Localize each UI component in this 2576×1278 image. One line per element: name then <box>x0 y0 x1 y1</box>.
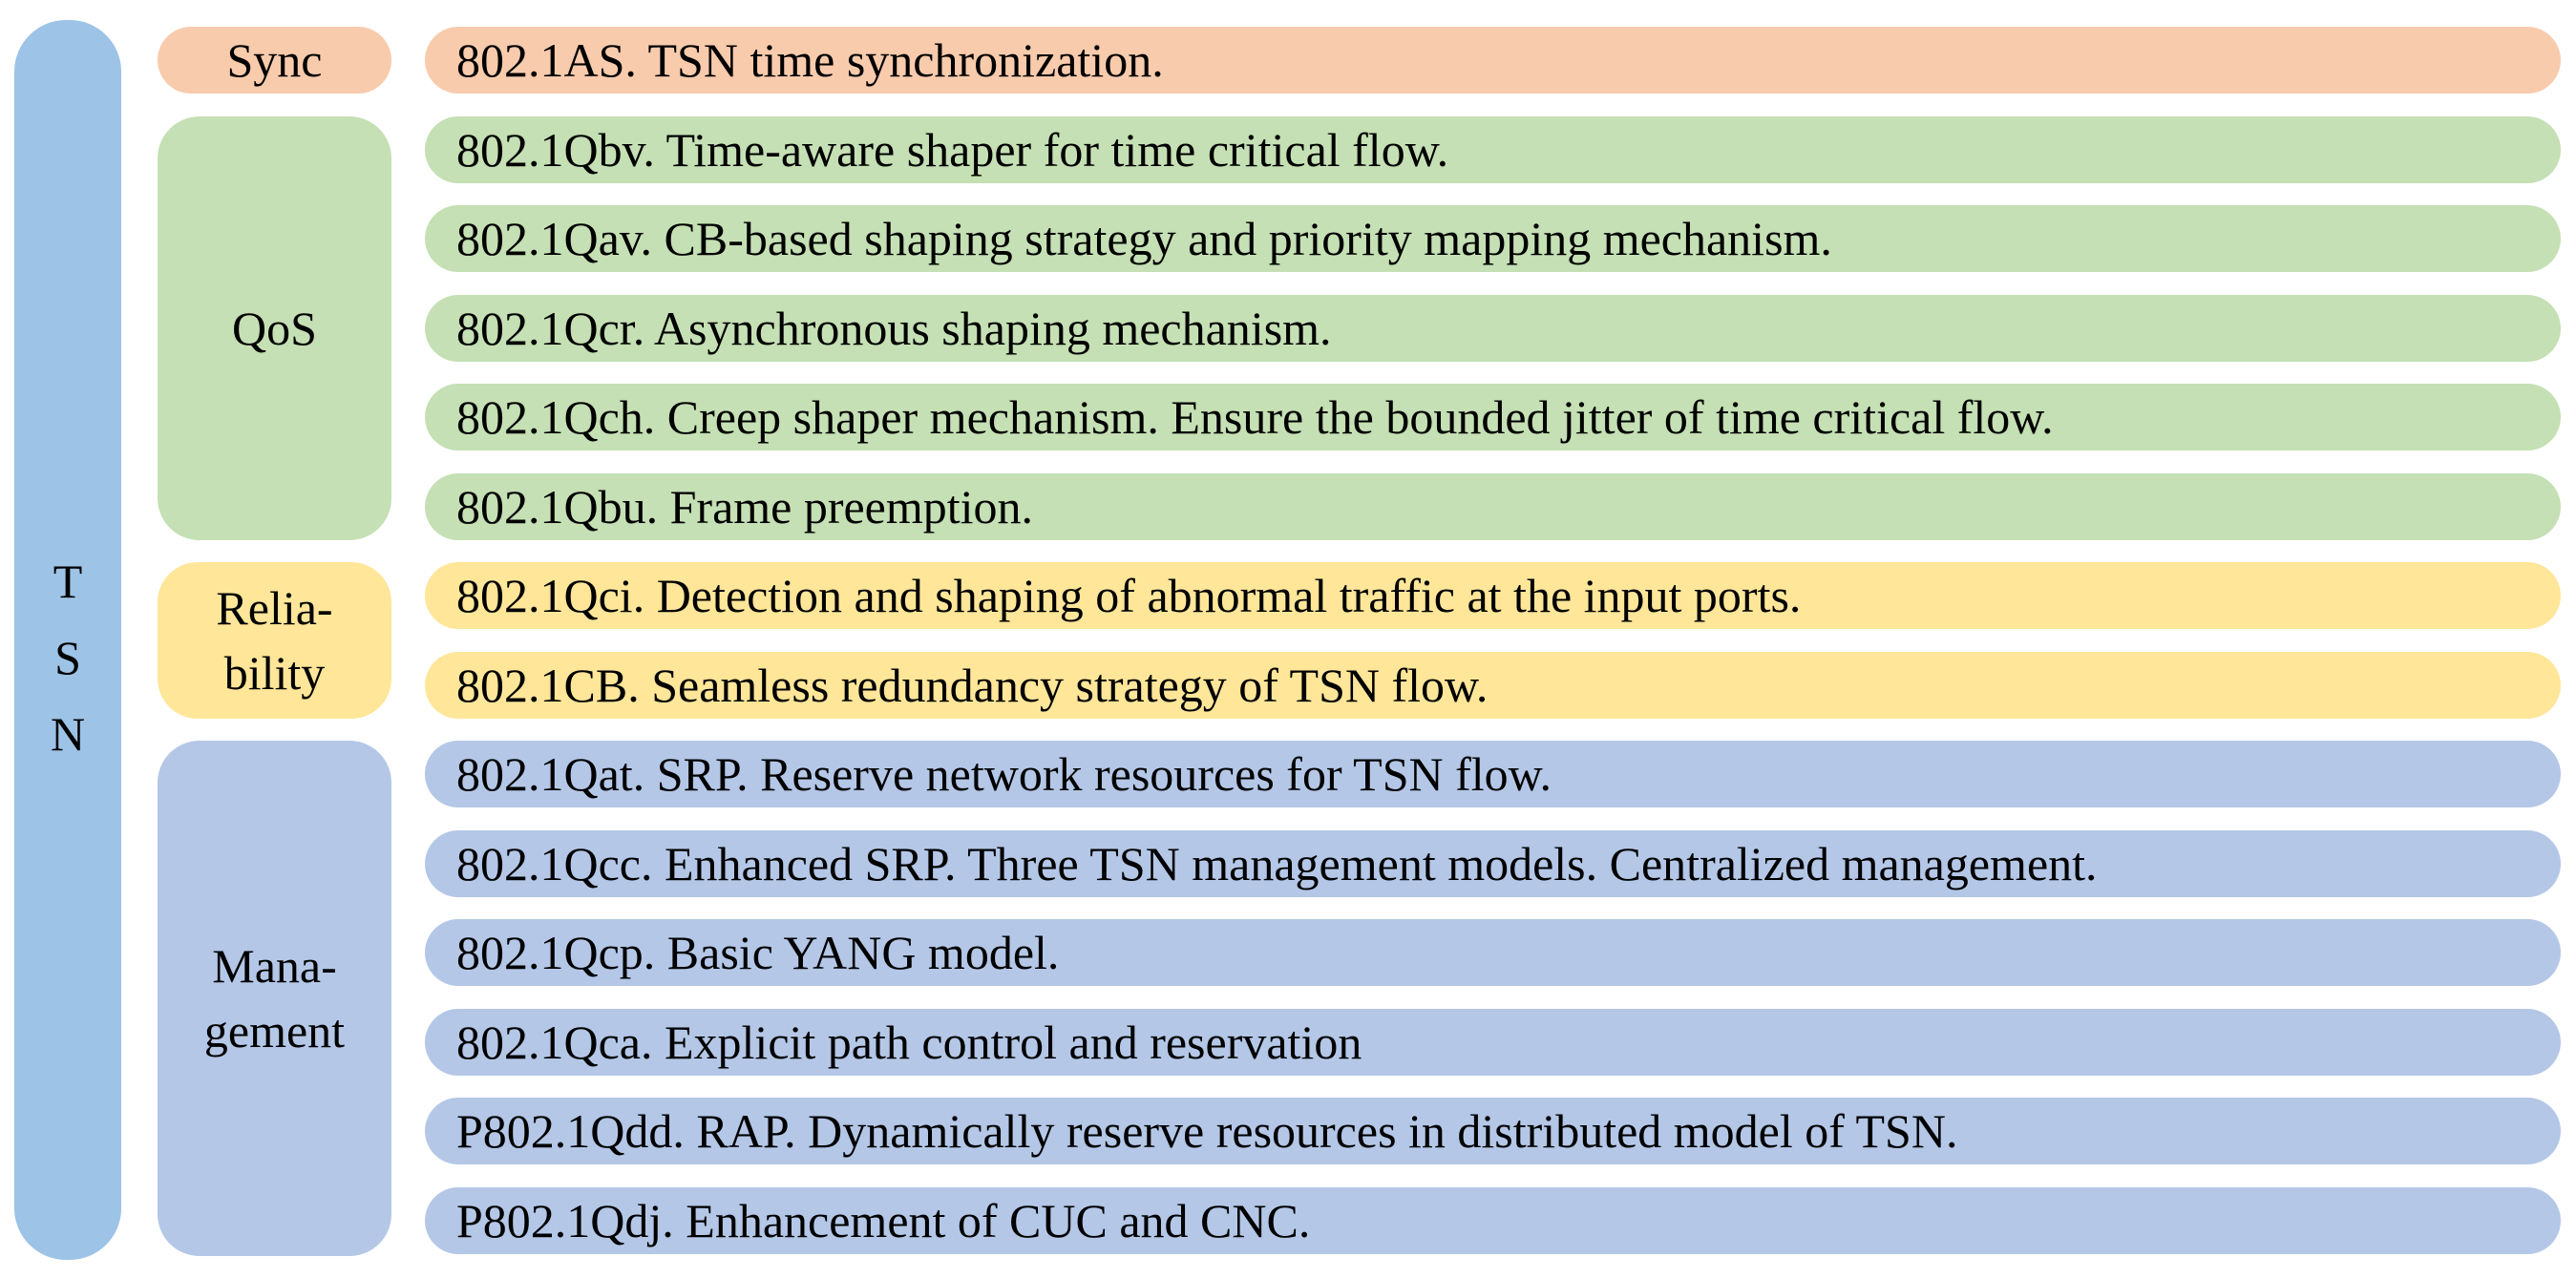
standard-802-1qbv: 802.1Qbv. Time-aware shaper for time cri… <box>425 116 2561 183</box>
category-sync: Sync <box>158 27 391 94</box>
standard-802-1qcr: 802.1Qcr. Asynchronous shaping mechanism… <box>425 295 2561 362</box>
standard-802-1as: 802.1AS. TSN time synchronization. <box>425 27 2561 94</box>
standard-802-1qbu: 802.1Qbu. Frame preemption. <box>425 473 2561 540</box>
category-qos: QoS <box>158 116 391 540</box>
category-sync-label: Sync <box>226 33 323 87</box>
category-management-label-line1: Mana- <box>212 939 337 993</box>
category-reliability-label-line1: Relia- <box>216 581 333 635</box>
standard-802-1qav: 802.1Qav. CB-based shaping strategy and … <box>425 205 2561 272</box>
standard-p802-1qdj: P802.1Qdj. Enhancement of CUC and CNC. <box>425 1187 2561 1254</box>
standard-802-1qca: 802.1Qca. Explicit path control and rese… <box>425 1009 2561 1076</box>
standard-802-1qbv-text: 802.1Qbv. Time-aware shaper for time cri… <box>456 123 1449 177</box>
standard-802-1qcr-text: 802.1Qcr. Asynchronous shaping mechanism… <box>456 302 1332 355</box>
standard-802-1cb: 802.1CB. Seamless redundancy strategy of… <box>425 652 2561 719</box>
standard-802-1qca-text: 802.1Qca. Explicit path control and rese… <box>456 1016 1362 1069</box>
standard-p802-1qdd-text: P802.1Qdd. RAP. Dynamically reserve reso… <box>456 1104 1958 1158</box>
standard-802-1qcc: 802.1Qcc. Enhanced SRP. Three TSN manage… <box>425 830 2561 897</box>
standard-802-1qci: 802.1Qci. Detection and shaping of abnor… <box>425 562 2561 629</box>
standard-802-1qat: 802.1Qat. SRP. Reserve network resources… <box>425 741 2561 807</box>
standard-p802-1qdj-text: P802.1Qdj. Enhancement of CUC and CNC. <box>456 1194 1311 1247</box>
standard-802-1qch-text: 802.1Qch. Creep shaper mechanism. Ensure… <box>456 390 2054 444</box>
tsn-letter-s: S <box>54 630 81 684</box>
standard-802-1qch: 802.1Qch. Creep shaper mechanism. Ensure… <box>425 384 2561 450</box>
standard-802-1as-text: 802.1AS. TSN time synchronization. <box>456 33 1164 87</box>
standard-802-1qbu-text: 802.1Qbu. Frame preemption. <box>456 480 1034 534</box>
tsn-letter-t: T <box>53 554 83 608</box>
category-management: Mana- gement <box>158 741 391 1256</box>
tsn-root-bar: T S N <box>14 20 121 1260</box>
category-reliability-label-line2: bility <box>223 646 326 700</box>
category-qos-label: QoS <box>232 302 317 355</box>
standard-p802-1qdd: P802.1Qdd. RAP. Dynamically reserve reso… <box>425 1098 2561 1164</box>
tsn-letter-n: N <box>50 706 86 761</box>
standard-802-1qat-text: 802.1Qat. SRP. Reserve network resources… <box>456 747 1552 801</box>
standard-802-1cb-text: 802.1CB. Seamless redundancy strategy of… <box>456 659 1489 712</box>
category-management-label-line2: gement <box>203 1004 346 1058</box>
category-reliability: Relia- bility <box>158 562 391 719</box>
standard-802-1qav-text: 802.1Qav. CB-based shaping strategy and … <box>456 212 1832 265</box>
standard-802-1qcc-text: 802.1Qcc. Enhanced SRP. Three TSN manage… <box>456 837 2098 890</box>
standard-802-1qcp: 802.1Qcp. Basic YANG model. <box>425 919 2561 986</box>
tsn-root-label: T S N <box>51 543 85 772</box>
standard-802-1qcp-text: 802.1Qcp. Basic YANG model. <box>456 926 1060 979</box>
standard-802-1qci-text: 802.1Qci. Detection and shaping of abnor… <box>456 569 1802 622</box>
